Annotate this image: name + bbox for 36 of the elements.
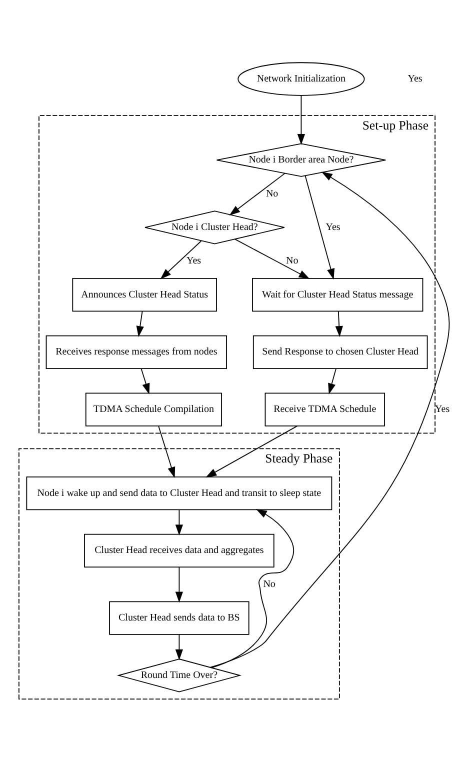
node-diamond: Node i Border area Node? xyxy=(216,142,386,176)
arrow xyxy=(297,94,306,144)
arrow xyxy=(136,310,144,337)
arrow xyxy=(328,368,336,394)
arrow xyxy=(158,425,176,478)
edge-label: No xyxy=(266,188,278,199)
edge-label: Yes xyxy=(326,221,340,232)
node-box: TDMA Schedule Compilation xyxy=(85,392,222,426)
arrow xyxy=(175,634,184,660)
node-box: Announces Cluster Head Status xyxy=(72,277,217,312)
arrow xyxy=(175,566,184,602)
edge-label: Yes xyxy=(186,255,202,266)
node-diamond: Round Time Over? xyxy=(116,658,242,692)
arrow xyxy=(229,172,286,216)
edge-label: No xyxy=(286,255,298,266)
node-diamond: Node i Cluster Head? xyxy=(144,210,285,244)
arrow xyxy=(210,171,450,668)
arrow xyxy=(140,368,150,394)
node-box: Cluster Head receives data and aggregates xyxy=(84,533,274,567)
node-box: Cluster Head sends data to BS xyxy=(109,600,250,634)
arrow xyxy=(335,310,343,337)
arrow xyxy=(160,240,202,279)
arrow xyxy=(206,425,298,478)
node-box: Receives response messages from nodes xyxy=(46,334,227,369)
node-ellipse: Network Initialization xyxy=(238,62,365,96)
arrow xyxy=(234,238,310,279)
edge-label: Yes xyxy=(435,404,450,415)
arrow xyxy=(304,174,334,280)
node-box: Receive TDMA Schedule xyxy=(264,392,385,426)
edge-label: No xyxy=(263,578,276,590)
arrow xyxy=(175,509,184,536)
node-box: Node i wake up and send data to Cluster Head and transit to sleep state xyxy=(26,476,332,510)
node-box: Wait for Cluster Head Status message xyxy=(252,277,424,312)
arrow xyxy=(211,508,294,668)
label: Yes xyxy=(408,73,422,84)
node-box: Send Response to chosen Cluster Head xyxy=(252,334,428,369)
